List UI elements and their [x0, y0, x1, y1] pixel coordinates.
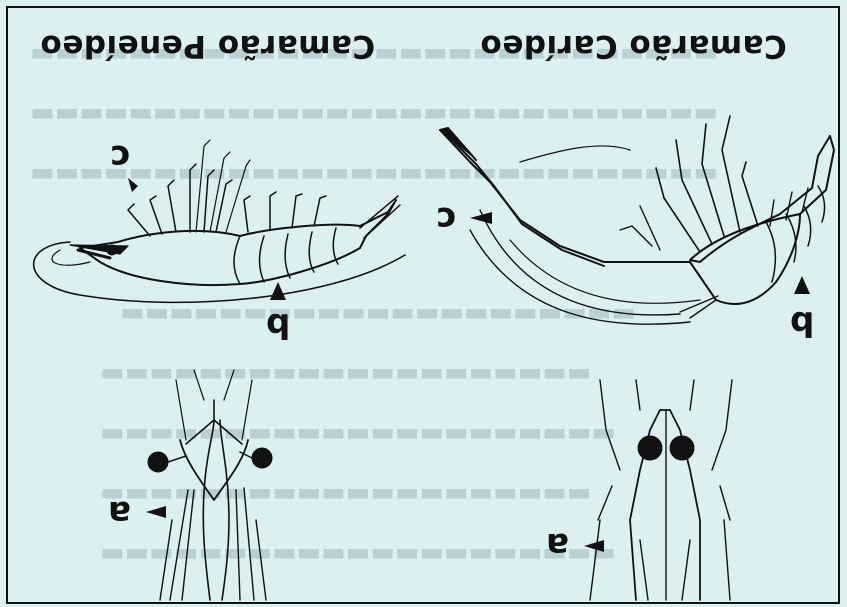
- caridean-shrimp-lateral: [440, 116, 834, 324]
- label-c-caridean: c: [436, 202, 456, 236]
- caridean-shrimp-dorsal: [590, 380, 732, 600]
- label-b-caridean: b: [790, 306, 814, 340]
- label-b-peneid: b: [266, 308, 290, 342]
- peneid-shrimp-lateral: [34, 140, 405, 302]
- title-peneid: Camarão Peneídeo: [40, 28, 375, 64]
- title-caridean: Camarão Carídeo: [480, 28, 787, 64]
- label-a-peneid: a: [108, 496, 131, 530]
- label-a-caridean: a: [546, 528, 569, 562]
- label-c-peneid: c: [110, 140, 130, 174]
- peneid-shrimp-dorsal: [148, 370, 272, 600]
